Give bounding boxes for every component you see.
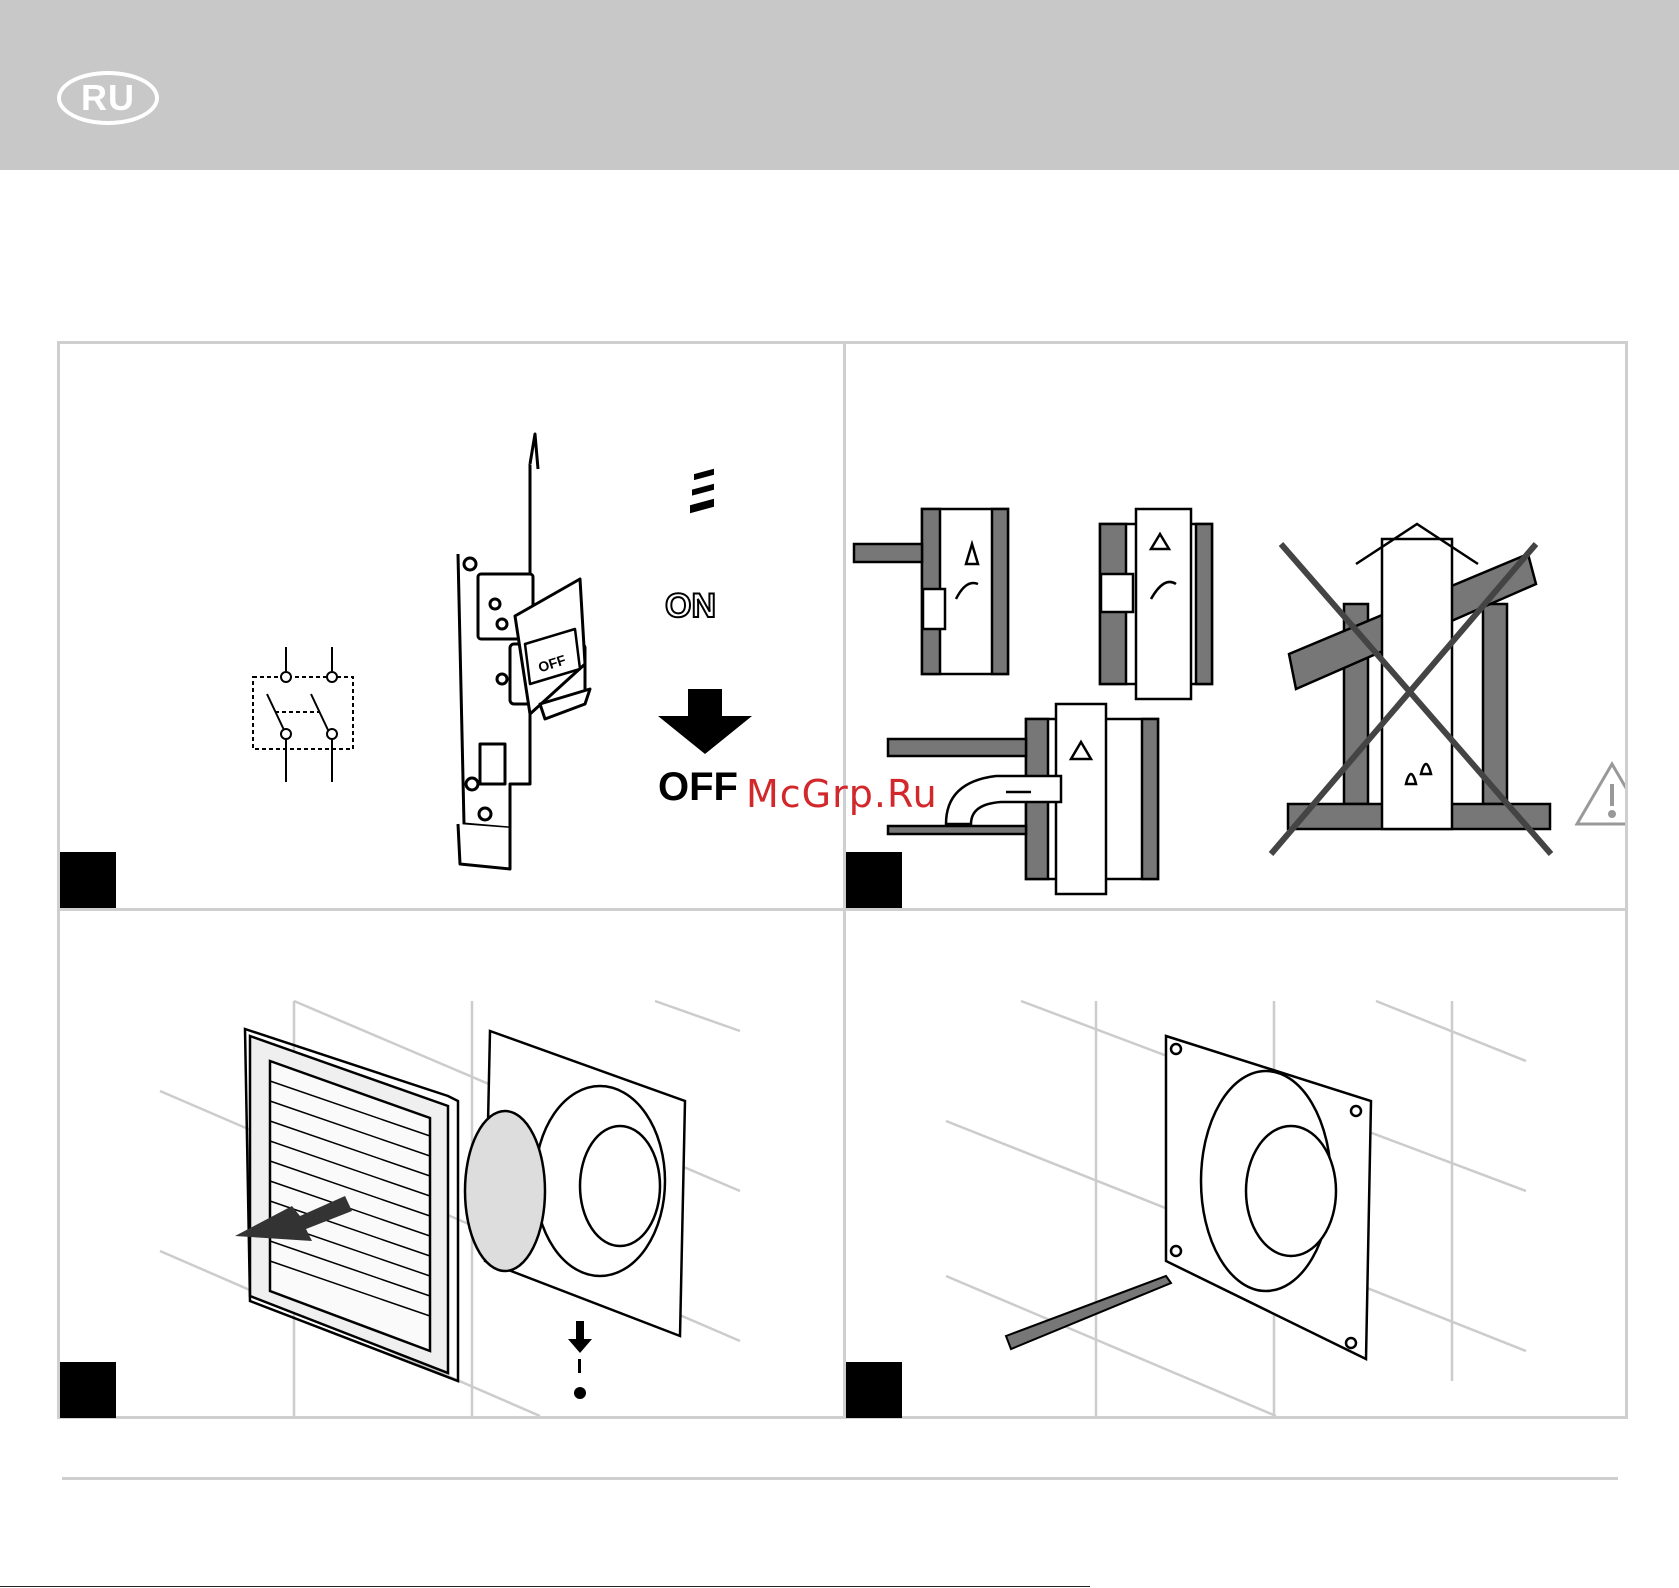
warning-triangle-icon (1577, 764, 1625, 824)
language-badge: RU (57, 71, 159, 125)
step-badge-2 (846, 852, 902, 908)
panel-installation (846, 344, 1625, 906)
watermark: McGrp.Ru (746, 772, 938, 816)
page-header: RU (0, 0, 1679, 170)
breaker-device (458, 434, 590, 869)
page-bottom-line (0, 1586, 1090, 1587)
step-badge-4 (846, 1362, 902, 1418)
breaker-schematic (253, 647, 353, 782)
fan-body (465, 1031, 685, 1336)
duct-variant-vertical (854, 509, 1008, 674)
screw-arrow-icon (568, 1321, 592, 1399)
front-grille (245, 1029, 458, 1381)
panel-grille-removal (60, 911, 842, 1416)
fan-body (1166, 1036, 1371, 1359)
duct-variant-side (1100, 509, 1212, 699)
panel-marking-holes (846, 911, 1625, 1416)
step-badge-1 (60, 852, 116, 908)
off-label: OFF (658, 765, 738, 809)
step-badge-3 (60, 1362, 116, 1418)
on-label: ON (665, 587, 716, 625)
footer-divider (62, 1477, 1618, 1480)
panel-breaker: OFF ON OFF (60, 344, 842, 906)
